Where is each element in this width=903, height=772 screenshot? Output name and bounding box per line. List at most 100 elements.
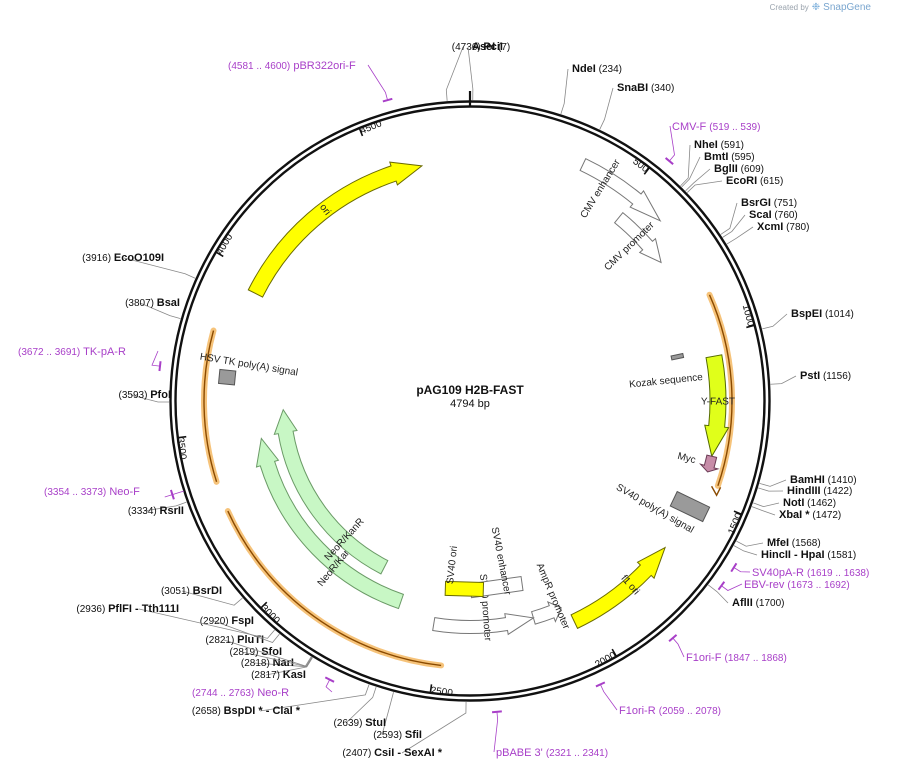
primer-label: EBV-rev (1673 .. 1692) bbox=[744, 579, 850, 591]
enzyme-site: (2818) NarI bbox=[241, 657, 294, 669]
enzyme-position: (3334) bbox=[128, 506, 157, 517]
primer-range: (3354 .. 3373) bbox=[44, 487, 106, 498]
primer-leader-4 bbox=[672, 637, 685, 658]
enzyme-label: HindIII (1422) bbox=[787, 485, 852, 497]
feature-cmv-enhancer bbox=[579, 158, 662, 222]
enzyme-leader-31 bbox=[143, 501, 187, 512]
enzyme-label: EcoRI (615) bbox=[726, 175, 783, 187]
primer-mark-1 bbox=[664, 157, 674, 165]
enzyme-leader-1 bbox=[467, 46, 474, 101]
tick-mark-4500 bbox=[358, 127, 364, 137]
enzyme-leader-11 bbox=[762, 313, 788, 330]
primer-range: (4581 .. 4600) bbox=[228, 61, 290, 72]
primer-range: (1673 .. 1692) bbox=[787, 580, 849, 591]
enzyme-site: BamHI (1410) bbox=[790, 474, 857, 486]
enzyme-site: SnaBI (340) bbox=[617, 82, 674, 94]
enzyme-position: (4736) bbox=[452, 42, 481, 53]
enzyme-site: PstI (1156) bbox=[800, 370, 851, 382]
enzyme-site: (2407) CsiI - SexAI * bbox=[342, 747, 442, 759]
enzyme-label: (4736) PciI bbox=[452, 41, 503, 53]
enzyme-name: BsrGI bbox=[741, 197, 771, 209]
enzyme-leader-13 bbox=[759, 479, 787, 487]
enzyme-position: (3051) bbox=[161, 586, 190, 597]
enzyme-leader-18 bbox=[733, 545, 758, 556]
enzyme-name: MfeI bbox=[767, 537, 789, 549]
feature-label-ori: ori bbox=[317, 202, 332, 218]
primer-leader-3 bbox=[721, 583, 743, 591]
enzyme-label: HincII - HpaI (1581) bbox=[761, 549, 856, 561]
primer-range: (519 .. 539) bbox=[709, 122, 760, 133]
enzyme-site: BspEI (1014) bbox=[791, 308, 854, 320]
enzyme-label: (2936) PflFI - Tth111I bbox=[76, 603, 179, 615]
enzyme-site: NheI (591) bbox=[694, 139, 744, 151]
primer-leader-8 bbox=[164, 490, 185, 498]
enzyme-position: (595) bbox=[731, 152, 754, 163]
enzyme-name-2: ClaI * bbox=[272, 705, 300, 717]
branding-name: SnapGene bbox=[823, 2, 871, 13]
enzyme-leader-17 bbox=[736, 540, 764, 547]
enzyme-name: EcoRI bbox=[726, 175, 757, 187]
primer-name: F1ori-F bbox=[686, 652, 722, 664]
enzyme-leader-5 bbox=[681, 156, 701, 188]
branding-prefix: Created by bbox=[769, 3, 809, 12]
primer-name: pBABE 3' bbox=[496, 747, 543, 759]
enzyme-site: HincII - HpaI (1581) bbox=[761, 549, 856, 561]
enzyme-leader-19 bbox=[708, 584, 729, 604]
primer-mark-9 bbox=[158, 361, 162, 372]
enzyme-label: (3593) PfoI bbox=[119, 389, 171, 401]
tick-mark-3500 bbox=[177, 435, 187, 439]
snapgene-logo-icon: ❉ bbox=[811, 2, 821, 13]
enzyme-position: (2821) bbox=[205, 635, 234, 646]
enzyme-label: (2658) BspDI * - ClaI * bbox=[192, 705, 301, 717]
primer-leader-0 bbox=[367, 64, 388, 101]
primer-label: F1ori-F (1847 .. 1868) bbox=[686, 652, 787, 664]
enzyme-position: (2936) bbox=[76, 604, 105, 615]
enzyme-name: HincII bbox=[761, 549, 791, 561]
primer-name: Neo-F bbox=[109, 486, 140, 498]
primer-range: (2744 .. 2763) bbox=[192, 688, 254, 699]
enzyme-leader-7 bbox=[686, 180, 723, 193]
enzyme-site: ScaI (760) bbox=[749, 209, 798, 221]
enzyme-label: BamHI (1410) bbox=[790, 474, 857, 486]
plasmid-length: 4794 bp bbox=[450, 398, 490, 410]
tick-mark-500 bbox=[643, 166, 651, 175]
enzyme-name: SnaBI bbox=[617, 82, 648, 94]
feature-sv40-promoter bbox=[432, 613, 535, 636]
feature-ampr-promoter bbox=[530, 601, 562, 625]
primer-label: (2744 .. 2763) Neo-R bbox=[192, 687, 289, 699]
enzyme-leader-20 bbox=[401, 701, 467, 754]
primer-mark-3 bbox=[717, 581, 726, 591]
feature-sv40-ori bbox=[444, 580, 485, 597]
feature-kozak bbox=[670, 352, 685, 361]
enzyme-site: (2936) PflFI - Tth111I bbox=[76, 603, 179, 615]
enzyme-leader-34 bbox=[123, 257, 196, 279]
enzyme-site: (3334) RsrII bbox=[128, 505, 184, 517]
enzyme-site: XbaI * (1472) bbox=[779, 509, 841, 521]
enzyme-label: (2920) FspI bbox=[200, 615, 254, 627]
orf-neor-outer-line bbox=[227, 510, 442, 667]
enzyme-name: XbaI * bbox=[779, 509, 810, 521]
enzyme-leader-3 bbox=[599, 87, 614, 130]
primer-range: (2059 .. 2078) bbox=[659, 706, 721, 717]
feature-label-y-fast: Y-FAST bbox=[701, 396, 735, 407]
primer-leader-1 bbox=[669, 125, 675, 162]
enzyme-position: (1410) bbox=[828, 475, 857, 486]
enzyme-site: (2593) SfiI bbox=[373, 729, 422, 741]
enzyme-name: HindIII bbox=[787, 485, 821, 497]
enzyme-name: PciI bbox=[483, 41, 503, 53]
enzyme-position: (751) bbox=[774, 198, 797, 209]
enzyme-site: NotI (1462) bbox=[783, 497, 836, 509]
enzyme-site: XcmI (780) bbox=[757, 221, 809, 233]
enzyme-name: PflFI bbox=[108, 603, 132, 615]
enzyme-label: XcmI (780) bbox=[757, 221, 809, 233]
enzyme-position: (1462) bbox=[807, 498, 836, 509]
enzyme-name: FspI bbox=[231, 615, 254, 627]
enzyme-leader-6 bbox=[685, 168, 711, 192]
enzyme-site: (2819) SfoI bbox=[230, 646, 282, 658]
enzyme-label: (2407) CsiI - SexAI * bbox=[342, 747, 442, 759]
enzyme-position: (1422) bbox=[823, 486, 852, 497]
enzyme-site: (2658) BspDI * - ClaI * bbox=[192, 705, 301, 717]
enzyme-site: NdeI (234) bbox=[572, 63, 622, 75]
enzyme-site: AflII (1700) bbox=[732, 597, 784, 609]
